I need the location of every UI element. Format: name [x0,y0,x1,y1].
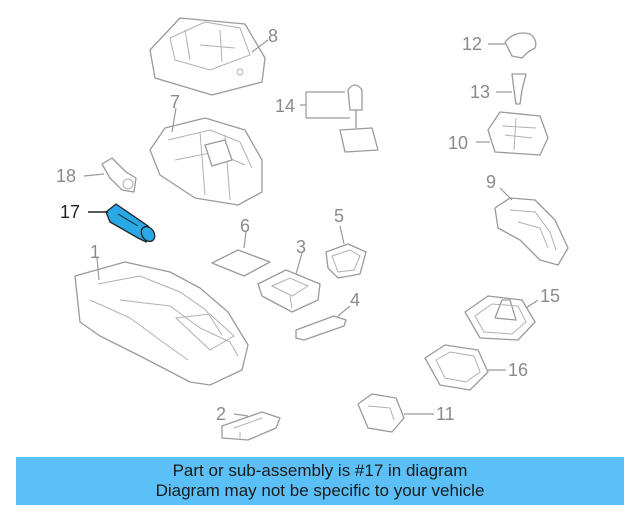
part-6-mat[interactable] [211,249,271,277]
callout-11[interactable]: 11 [436,404,455,424]
leader-3 [295,252,303,275]
callout-9[interactable]: 9 [486,172,496,192]
part-10-indicator-panel[interactable] [487,111,549,156]
part-11-bezel[interactable] [357,393,405,433]
callout-5[interactable]: 5 [334,206,344,226]
part-18-connector[interactable] [101,157,137,193]
leader-8 [251,39,269,53]
leader-9 [499,187,513,201]
leader-1 [96,257,100,281]
leader-15 [525,299,539,309]
callout-15[interactable]: 15 [540,286,560,306]
part-9-boot-bezel[interactable] [494,197,569,266]
callout-7[interactable]: 7 [170,92,180,112]
leader-7 [171,107,177,133]
leader-2 [233,413,249,417]
callout-12[interactable]: 12 [462,34,482,54]
part-3-tray[interactable] [257,269,321,313]
part-15-shift-boot-frame[interactable] [464,295,536,341]
part-1-center-console[interactable] [74,261,249,386]
leader-18 [83,173,105,177]
part-17-power-outlet[interactable] [105,203,158,244]
part-13-knob-insert[interactable] [511,73,527,105]
callout-6[interactable]: 6 [240,216,250,236]
part-5-cup-holder[interactable] [325,243,367,279]
part-4-bracket[interactable] [295,315,347,341]
banner-line-1: Part or sub-assembly is #17 in diagram [172,461,468,480]
leader-4 [337,305,351,317]
callout-18[interactable]: 18 [56,166,76,186]
banner-line-2: Diagram may not be specific to your vehi… [155,481,485,500]
info-banner: Part or sub-assembly is #17 in diagram D… [16,457,624,505]
callout-16[interactable]: 16 [508,360,528,380]
part-16-trim-ring[interactable] [424,344,489,391]
callout-10[interactable]: 10 [448,133,468,153]
part-12-shift-knob[interactable] [504,32,537,59]
callout-2[interactable]: 2 [216,404,226,424]
callout-4[interactable]: 4 [350,290,360,310]
callout-14[interactable]: 14 [275,96,295,116]
part-8-shifter-cover[interactable] [149,17,266,96]
leader-14 [300,91,350,119]
part-2-mounting-bracket[interactable] [221,411,281,441]
part-7-shifter-assembly[interactable] [149,117,263,206]
leader-6 [243,231,247,249]
callout-1[interactable]: 1 [90,242,100,262]
callout-3[interactable]: 3 [296,237,306,257]
leader-5 [339,225,345,245]
part-14-shift-lever[interactable] [339,84,379,153]
callout-13[interactable]: 13 [470,82,490,102]
callout-8[interactable]: 8 [268,26,278,46]
callout-17[interactable]: 17 [60,202,80,222]
